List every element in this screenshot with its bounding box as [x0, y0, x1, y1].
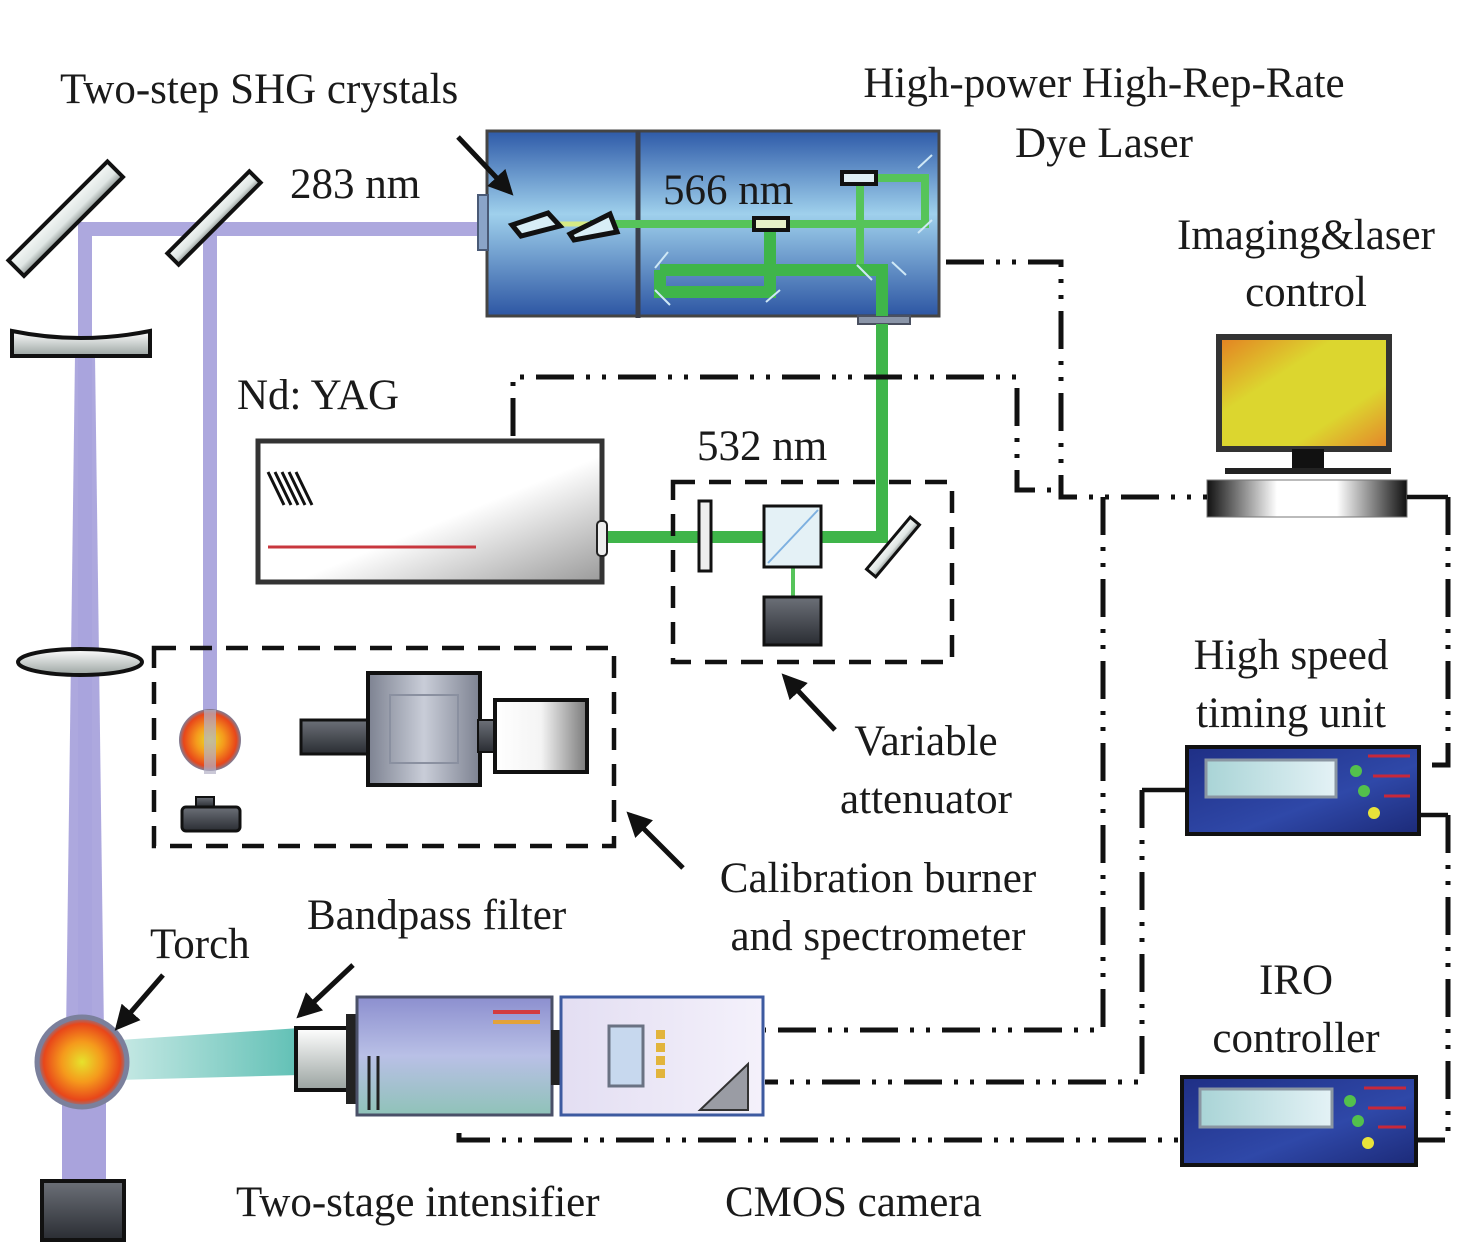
label-calibration-line2: and spectrometer — [731, 913, 1026, 960]
control-computer — [1206, 334, 1408, 518]
label-532nm: 532 nm — [697, 423, 827, 470]
label-intensifier: Two-stage intensifier — [236, 1179, 600, 1226]
label-iro-line2: controller — [1212, 1015, 1379, 1062]
shg-crystal-1 — [507, 210, 565, 239]
label-control-line2: control — [1245, 269, 1367, 316]
label-calibration-line1: Calibration burner — [720, 855, 1036, 902]
label-timing-line1: High speed — [1194, 632, 1389, 679]
attenuator-mirror — [864, 514, 922, 580]
label-torch: Torch — [150, 921, 250, 968]
uv-beam-283nm — [62, 222, 485, 1190]
torch-flame — [34, 1014, 130, 1110]
ndyag-laser — [255, 438, 608, 585]
calibration-box — [151, 645, 617, 849]
calibration-burner-base — [180, 805, 242, 833]
dye-laser — [477, 129, 941, 325]
label-cmos-camera: CMOS camera — [725, 1179, 982, 1226]
label-dye-laser-line1: High-power High-Rep-Rate — [863, 60, 1344, 107]
label-dye-laser-line2: Dye Laser — [1015, 120, 1193, 167]
annotation-arrows — [114, 135, 837, 1031]
beam-dump-bottom — [40, 1179, 126, 1242]
timing-unit — [1185, 745, 1421, 836]
spectrometer-detector — [493, 698, 589, 774]
label-shg-crystals: Two-step SHG crystals — [60, 66, 458, 113]
two-stage-intensifier — [355, 995, 554, 1117]
label-control-line1: Imaging&laser — [1177, 212, 1435, 259]
label-attenuator-line2: attenuator — [840, 776, 1012, 823]
label-iro-line1: IRO — [1259, 957, 1333, 1004]
iro-controller — [1180, 1075, 1418, 1167]
label-566nm: 566 nm — [663, 167, 793, 214]
focusing-lens — [16, 647, 144, 677]
shg-crystal-2 — [566, 210, 621, 243]
fluorescence-cone — [120, 1028, 300, 1080]
beam-dump — [762, 595, 823, 647]
waveplate — [697, 499, 713, 573]
label-timing-line2: timing unit — [1196, 690, 1386, 737]
label-283nm: 283 nm — [290, 161, 420, 208]
label-ndyag: Nd: YAG — [237, 372, 399, 419]
bandpass-filter — [294, 1026, 350, 1092]
spectrometer — [366, 671, 482, 787]
beam-splitter-mirror — [164, 168, 264, 268]
cylindrical-lens — [10, 328, 152, 358]
control-signal-lines — [456, 259, 1451, 1143]
attenuator-box — [670, 479, 955, 665]
turning-mirror-1 — [5, 158, 126, 279]
label-attenuator-line1: Variable — [854, 718, 997, 765]
label-bandpass-filter: Bandpass filter — [307, 892, 566, 939]
